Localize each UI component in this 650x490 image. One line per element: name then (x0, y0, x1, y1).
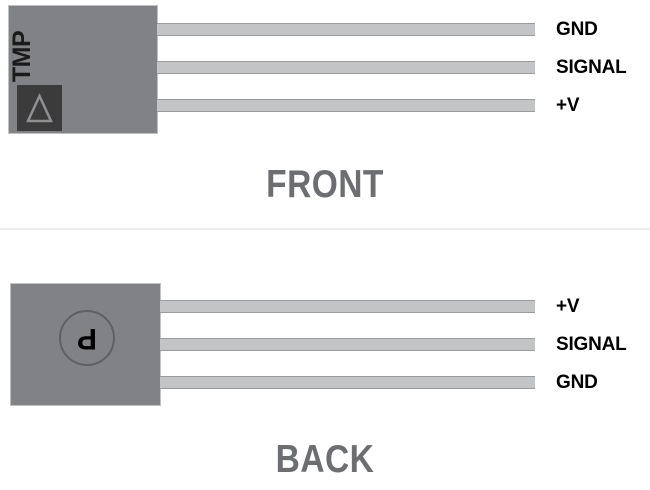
sensor-body-front: TMP (8, 5, 158, 134)
front-view-panel: TMP GND SIGNAL +V FRONT (0, 0, 650, 228)
pin-lead-2 (157, 61, 535, 74)
pin-label-3: +V (556, 95, 580, 116)
triangle-icon (17, 85, 62, 131)
pin-label-1: GND (556, 19, 598, 40)
circle-outline-icon (59, 310, 115, 366)
circle-p-icon: P (59, 310, 115, 366)
sensor-body-back: P (10, 283, 161, 406)
back-view-caption: BACK (275, 438, 375, 481)
pin-label-2: SIGNAL (556, 334, 627, 355)
section-divider (0, 228, 650, 230)
pin-label-2: SIGNAL (556, 57, 627, 78)
pin-lead-2 (160, 338, 535, 351)
back-view-panel: P +V SIGNAL GND BACK (0, 229, 650, 490)
pin-lead-1 (160, 300, 535, 313)
pin-label-1: +V (556, 296, 580, 317)
pin-lead-3 (160, 376, 535, 389)
pin-label-3: GND (556, 372, 598, 393)
front-view-caption: FRONT (266, 163, 384, 206)
back-body-marking: P (77, 322, 98, 355)
pin-lead-3 (157, 99, 535, 112)
sensor-part-label: TMP (8, 30, 37, 83)
pin-lead-1 (157, 23, 535, 36)
